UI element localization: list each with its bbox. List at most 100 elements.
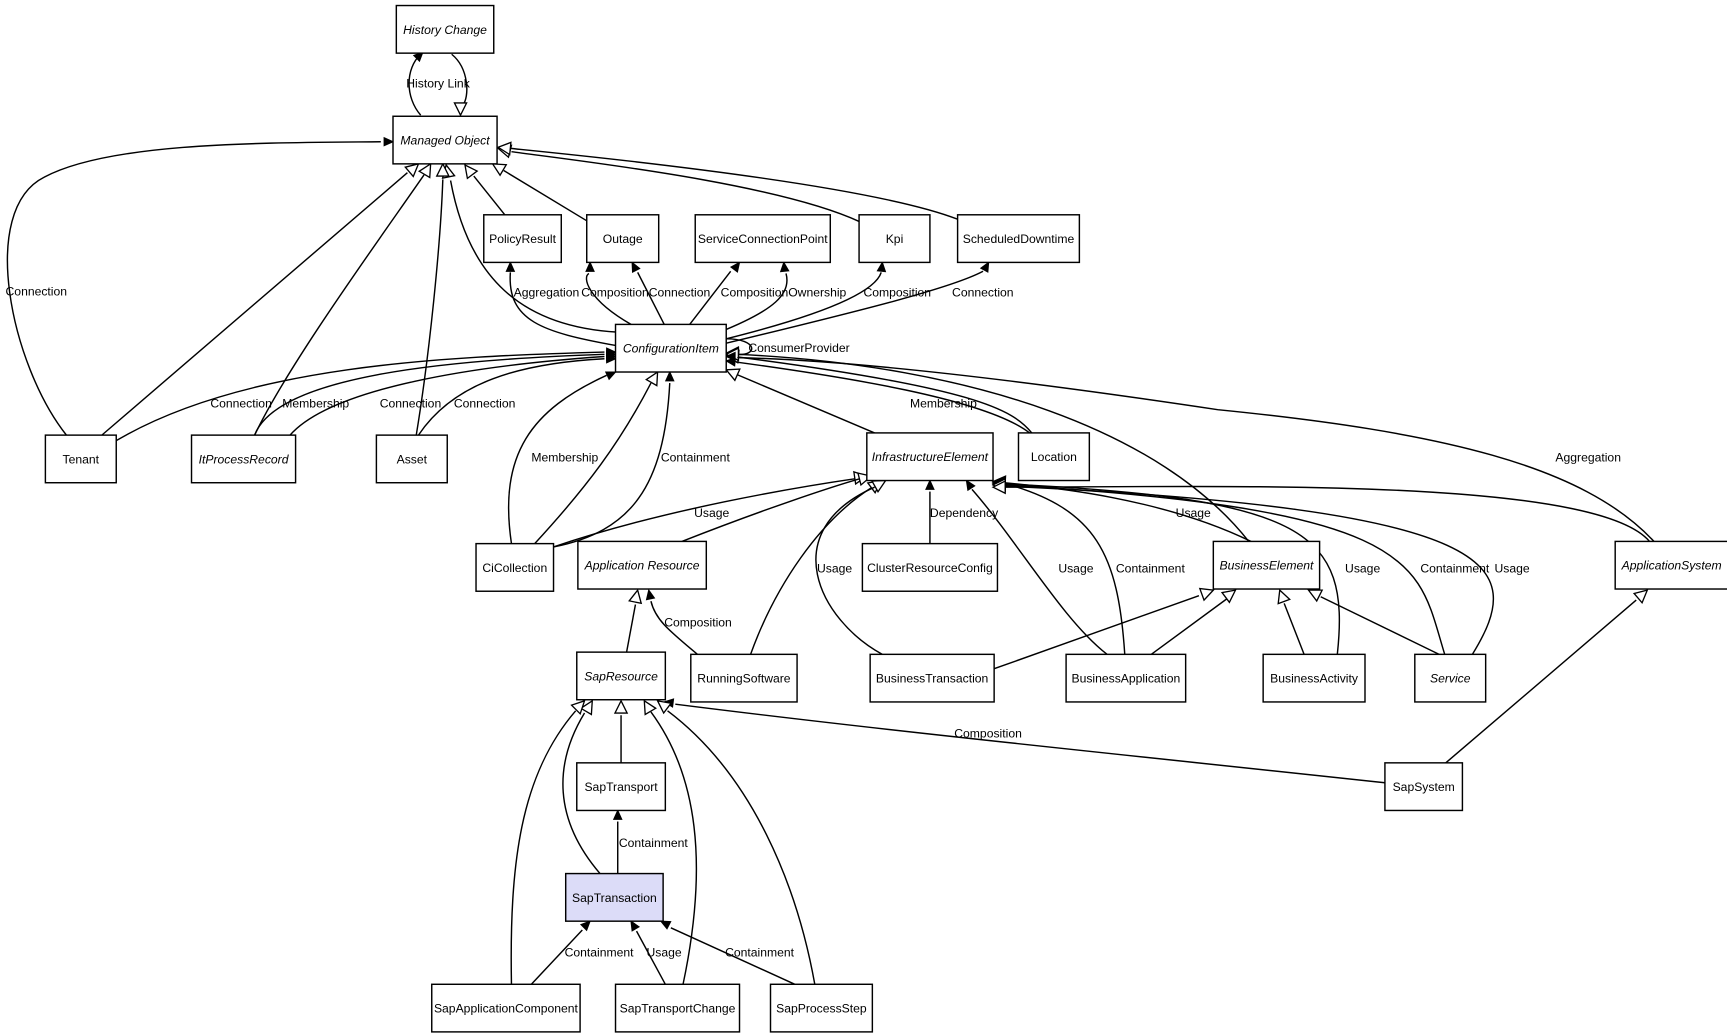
node-label: SapTransaction (572, 891, 657, 905)
node-kpi[interactable]: Kpi (858, 214, 931, 264)
node-box[interactable] (483, 214, 562, 264)
node-infrastructure-element[interactable]: InfrastructureElement (866, 432, 994, 482)
node-box[interactable] (694, 214, 832, 264)
node-it-process-record[interactable]: ItProcessRecord (190, 434, 297, 484)
edge-inheritance (613, 699, 629, 763)
node-box[interactable] (1262, 653, 1366, 703)
edge-line (650, 711, 698, 985)
edge-association: Connection (6, 136, 395, 436)
edge-association: Dependency (925, 479, 999, 544)
node-box[interactable] (392, 115, 498, 165)
node-box[interactable] (1384, 762, 1464, 812)
node-box[interactable] (614, 983, 741, 1033)
node-tenant[interactable]: Tenant (44, 434, 117, 484)
node-box[interactable] (564, 872, 664, 922)
node-box[interactable] (576, 762, 667, 812)
node-business-application[interactable]: BusinessApplication (1065, 653, 1187, 703)
node-label: RunningSoftware (697, 672, 790, 686)
node-cluster-resource-config[interactable]: ClusterResourceConfig (861, 542, 999, 592)
node-label: Asset (397, 452, 428, 466)
node-box[interactable] (44, 434, 117, 484)
edge-line (681, 477, 862, 543)
edge-line (509, 272, 616, 347)
node-box[interactable] (1065, 653, 1187, 703)
edge-line (1004, 485, 1651, 542)
edge-inheritance (464, 163, 506, 216)
node-box[interactable] (395, 4, 495, 54)
edge-line (415, 179, 444, 436)
edge-line (736, 361, 1030, 434)
node-sap-transport-change[interactable]: SapTransportChange (614, 983, 741, 1033)
node-business-transaction[interactable]: BusinessTransaction (869, 653, 995, 703)
node-configuration-item[interactable]: ConfigurationItem (614, 323, 727, 373)
edge-line (1004, 484, 1446, 655)
node-box[interactable] (1017, 432, 1091, 482)
inheritance-arrowhead (1198, 587, 1215, 602)
node-box[interactable] (577, 540, 708, 590)
node-label: BusinessActivity (1270, 672, 1359, 686)
node-box[interactable] (614, 323, 727, 373)
inheritance-arrowhead (1277, 588, 1291, 605)
association-arrowhead (729, 261, 741, 273)
node-managed-object[interactable]: Managed Object (392, 115, 498, 165)
node-running-software[interactable]: RunningSoftware (690, 653, 798, 703)
node-box[interactable] (586, 214, 660, 264)
node-box[interactable] (866, 432, 994, 482)
inheritance-arrowhead (435, 162, 450, 177)
edge-inheritance (510, 699, 586, 985)
edge-label: Usage (1176, 506, 1211, 520)
node-scheduled-downtime[interactable]: ScheduledDowntime (956, 214, 1081, 264)
edge-label: Containment (661, 451, 731, 465)
node-application-resource[interactable]: Application Resource (577, 540, 708, 590)
node-location[interactable]: Location (1017, 432, 1091, 482)
node-box[interactable] (858, 214, 931, 264)
node-sap-system[interactable]: SapSystem (1384, 762, 1464, 812)
node-box[interactable] (576, 651, 667, 701)
node-label: ServiceConnectionPoint (698, 232, 828, 246)
node-box[interactable] (869, 653, 995, 703)
node-sap-process-step[interactable]: SapProcessStep (769, 983, 874, 1033)
node-outage[interactable]: Outage (586, 214, 660, 264)
node-service-connection-point[interactable]: ServiceConnectionPoint (694, 214, 832, 264)
node-box[interactable] (1212, 540, 1321, 590)
edge-association: Usage (815, 479, 887, 655)
node-sap-resource[interactable]: SapResource (576, 651, 667, 701)
edge-line (735, 373, 875, 434)
node-box[interactable] (190, 434, 297, 484)
node-box[interactable] (475, 542, 555, 592)
node-sap-transport[interactable]: SapTransport (576, 762, 667, 812)
node-label: ClusterResourceConfig (867, 561, 993, 575)
node-label: ItProcessRecord (199, 452, 290, 466)
node-sap-transaction[interactable]: SapTransaction (564, 872, 664, 922)
edge-line (449, 180, 618, 333)
node-box[interactable] (690, 653, 798, 703)
node-box[interactable] (956, 214, 1081, 264)
node-box[interactable] (1414, 653, 1487, 703)
node-box[interactable] (1614, 540, 1727, 590)
inheritance-arrowhead (656, 699, 673, 715)
node-application-system[interactable]: ApplicationSystem (1614, 540, 1727, 590)
edge-association: Connection (726, 261, 1014, 344)
edge-label: Composition (954, 726, 1022, 740)
edge-association: Membership (507, 371, 617, 544)
node-history-change[interactable]: History Change (395, 4, 495, 54)
node-box[interactable] (861, 542, 999, 592)
edge-label: Usage (1345, 561, 1380, 575)
node-sap-application-component[interactable]: SapApplicationComponent (431, 983, 581, 1033)
edge-line (553, 383, 671, 548)
node-business-activity[interactable]: BusinessActivity (1262, 653, 1366, 703)
edge-label: Usage (1058, 561, 1093, 575)
edge-label: Containment (1116, 561, 1186, 575)
node-box[interactable] (375, 434, 448, 484)
node-box[interactable] (769, 983, 874, 1033)
edge-inheritance (991, 479, 1651, 542)
inheritance-arrowhead (570, 699, 586, 716)
node-service[interactable]: Service (1414, 653, 1487, 703)
node-policy-result[interactable]: PolicyResult (483, 214, 562, 264)
node-business-element[interactable]: BusinessElement (1212, 540, 1321, 590)
node-asset[interactable]: Asset (375, 434, 448, 484)
node-ci-collection[interactable]: CiCollection (475, 542, 555, 592)
node-box[interactable] (431, 983, 581, 1033)
